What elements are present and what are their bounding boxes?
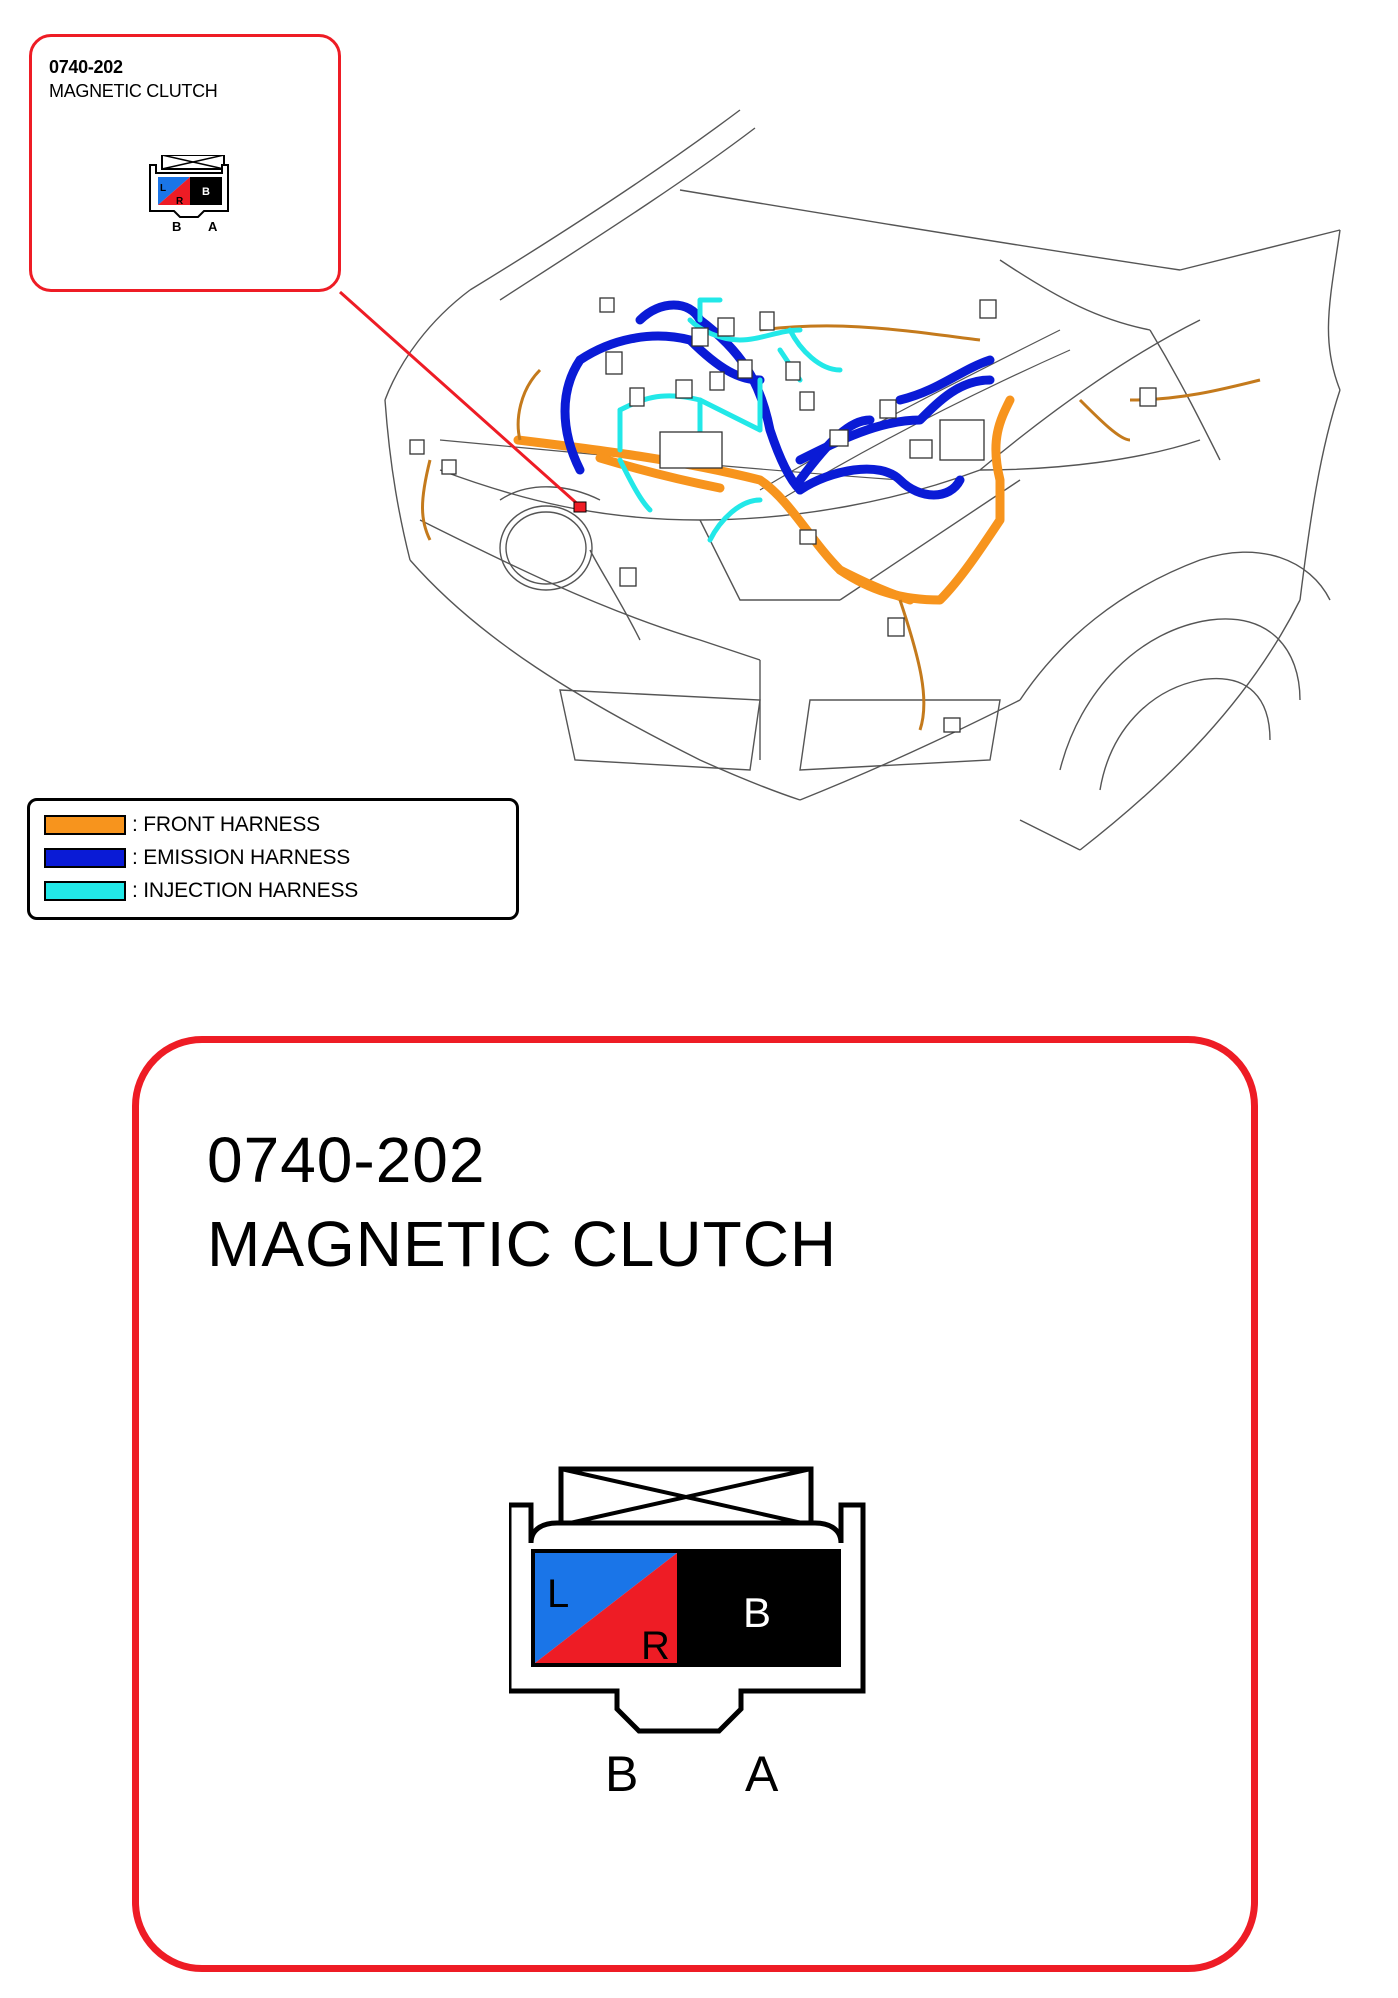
terminal-label-b: B [605,1746,638,1802]
legend-item-injection-harness: : INJECTION HARNESS [44,878,358,904]
connector-code: 0740-202 [207,1124,486,1196]
wire-color-l: L [160,183,166,194]
terminal-label-b: B [172,219,181,234]
wire-color-b: B [743,1589,771,1636]
connector-blocks [409,297,1157,733]
connector-face-small: L R B B A [149,155,229,234]
connector-name: MAGNETIC CLUTCH [207,1208,838,1280]
connector-name: MAGNETIC CLUTCH [49,81,218,101]
legend-swatch [44,881,126,901]
terminal-label-a: A [208,219,218,234]
legend-label: : EMISSION HARNESS [132,846,351,869]
legend-swatch [44,815,126,835]
wire-color-r: R [176,196,184,207]
legend-item-emission-harness: : EMISSION HARNESS [44,845,350,871]
cavity-right-black [190,177,222,205]
legend-label: : FRONT HARNESS [132,813,320,836]
headlamp-outline [499,486,601,591]
harness-legend: : FRONT HARNESS : EMISSION HARNESS : INJ… [27,798,519,920]
front-harness-thin [421,324,1261,731]
callout-leader-line [339,290,583,510]
injection-harness [617,297,843,543]
connector-face-large: L R B B A [509,1466,866,1802]
wire-color-b: B [202,186,210,198]
engine-bay-illustration [339,109,1341,851]
legend-swatch [44,848,126,868]
legend-label: : INJECTION HARNESS [132,879,359,902]
cavity-right-black [677,1553,837,1663]
front-harness [513,395,1015,605]
cavity-left-red [535,1553,677,1663]
connector-code: 0740-202 [49,57,123,77]
cavity-left-red [158,177,190,205]
connector-callout-small: 0740-202 MAGNETIC CLUTCH L R B B A [29,34,341,292]
wire-color-r: R [641,1624,670,1668]
connector-callout-large: 0740-202 MAGNETIC CLUTCH L R B B A [132,1036,1258,1972]
car-body-outline [384,109,1341,851]
legend-item-front-harness: : FRONT HARNESS [44,812,320,838]
wire-color-l: L [547,1572,569,1616]
connector-location-marker [573,501,587,513]
terminal-label-a: A [745,1746,779,1802]
